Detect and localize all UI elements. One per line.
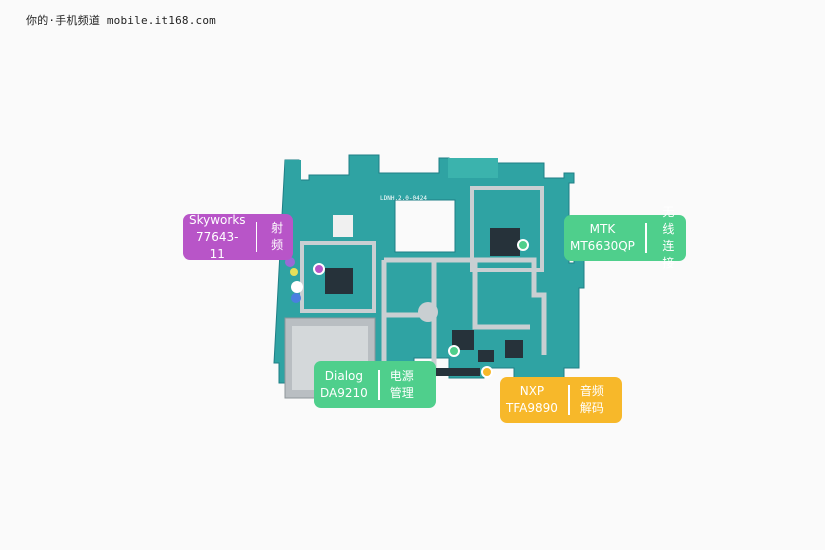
marker-dot-dialog (448, 345, 460, 357)
callout-nxp: NXP TFA9890 音频 解码 (500, 377, 622, 423)
callout-function: 音频 解码 (574, 383, 610, 417)
shield-center (381, 257, 547, 372)
function-text-2: 连接 (662, 239, 675, 270)
chip-model: DA9210 (320, 385, 368, 400)
connector-tab (448, 158, 498, 178)
callout-dialog: Dialog DA9210 电源 管理 (314, 361, 436, 408)
chip-model: 77643-11 (196, 229, 239, 261)
function-text: 射频 (271, 221, 284, 252)
chip-model: MT6630QP (570, 239, 635, 253)
fpc-connector (430, 368, 480, 376)
chip-name: Dialog (324, 368, 363, 383)
chip-skyworks (325, 268, 353, 294)
function-text-1: 无线 (662, 205, 675, 236)
function-text-2: 管理 (389, 385, 414, 400)
chip-name: Skyworks (189, 212, 246, 227)
callout-skyworks: Skyworks 77643-11 射频 (183, 212, 293, 263)
callout-function: 无线 连接 (651, 204, 686, 272)
separator (377, 369, 380, 400)
chip-mtk (490, 228, 520, 256)
chip-name: NXP (519, 384, 545, 398)
separator (644, 223, 647, 253)
shield-screw (418, 302, 438, 322)
pad-blue (291, 293, 301, 303)
shield-right-top (470, 186, 544, 272)
callout-mtk: MTK MT6630QP 无线 连接 (564, 205, 686, 270)
callout-chip: MTK MT6630QP (564, 221, 641, 255)
board-silkscreen: LDNH.2.0-0424 (380, 195, 427, 202)
pad-yellow (290, 268, 298, 276)
chip-small-a (505, 340, 523, 358)
chip-name: MTK (589, 222, 616, 236)
callout-chip: NXP TFA9890 (500, 383, 564, 417)
marker-dot-mtk (517, 239, 529, 251)
function-text-2: 解码 (579, 401, 604, 415)
separator (255, 222, 258, 252)
chip-dialog (452, 330, 474, 350)
callout-function: 射频 (261, 220, 293, 254)
chip-nxp (478, 350, 494, 362)
callout-chip: Dialog DA9210 (314, 368, 374, 402)
camera-cutout (394, 199, 456, 253)
qr-sticker (333, 215, 353, 237)
marker-dot-nxp (481, 366, 493, 378)
separator (567, 385, 570, 415)
marker-dot-skyworks (313, 263, 325, 275)
function-text-1: 电源 (389, 368, 414, 383)
callout-function: 电源 管理 (384, 368, 420, 402)
function-text-1: 音频 (579, 384, 604, 398)
callout-chip: Skyworks 77643-11 (183, 212, 252, 263)
pad-white (291, 281, 303, 293)
watermark-text: 你的·手机频道 mobile.it168.com (26, 14, 217, 27)
shield-left (300, 241, 376, 313)
chip-model: TFA9890 (506, 401, 558, 415)
